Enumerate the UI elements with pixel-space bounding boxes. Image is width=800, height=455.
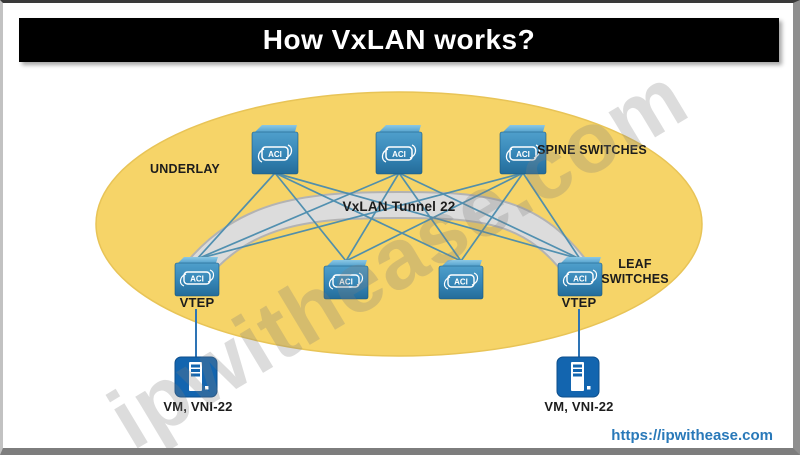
leaf-switch-2: ACI [323, 260, 369, 300]
aci-badge-label: ACI [392, 150, 406, 159]
leaf-switch-1-vtep: ACI [174, 257, 220, 297]
aci-badge-label: ACI [190, 275, 204, 284]
vtep-left-label: VTEP [179, 295, 215, 310]
underlay-ellipse [95, 91, 703, 357]
leaf-switch-3: ACI [438, 260, 484, 300]
vm-left-label: VM, VNI-22 [163, 399, 233, 414]
aci-badge-label: ACI [516, 150, 530, 159]
underlay-label: UNDERLAY [150, 162, 220, 176]
vm-right-label: VM, VNI-22 [544, 399, 614, 414]
leaf-switches-label-line1: LEAF [618, 257, 652, 271]
vm-host-left-icon [174, 356, 218, 398]
spine-switch-1: ACI [251, 125, 299, 175]
leaf-switches-label: LEAF SWITCHES [580, 257, 690, 287]
title-bar: How VxLAN works? [19, 18, 779, 62]
vtep-vm-links [195, 309, 580, 361]
aci-badge-label: ACI [339, 278, 353, 287]
footer-url-link[interactable]: https://ipwithease.com [611, 427, 773, 444]
vtep-right-label: VTEP [561, 295, 597, 310]
spine-switches-label: SPINE SWITCHES [537, 143, 647, 157]
spine-leaf-links [196, 172, 581, 262]
leaf-switch-4-vtep: ACI [557, 257, 603, 297]
aci-badge-label: ACI [454, 278, 468, 287]
aci-badge-label: ACI [573, 275, 587, 284]
spine-switch-2: ACI [375, 125, 423, 175]
vm-host-right-icon [556, 356, 600, 398]
vxlan-diagram: ACI ACI ACI ACI [95, 91, 703, 398]
aci-badge-label: ACI [268, 150, 282, 159]
leaf-switches-label-line2: SWITCHES [601, 272, 669, 286]
spine-switch-3: ACI [499, 125, 547, 175]
page-title: How VxLAN works? [262, 24, 536, 55]
vxlan-tunnel-label: VxLAN Tunnel 22 [342, 199, 456, 214]
